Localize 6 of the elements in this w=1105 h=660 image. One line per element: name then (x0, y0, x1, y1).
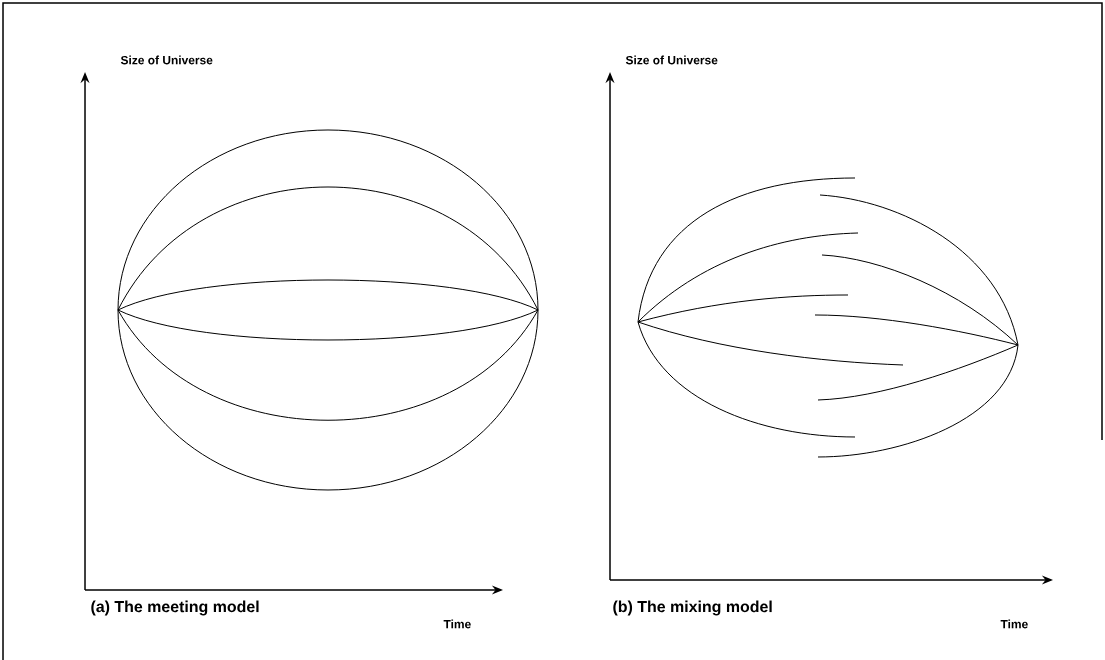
axis-label: Size of Universe (120, 55, 213, 65)
axis-label: Time (1000, 619, 1028, 629)
axis-label: Time (443, 619, 471, 629)
panel-caption: (b) The mixing model (613, 600, 772, 616)
axis-label: Size of Universe (625, 55, 718, 65)
panel-caption: (a) The meeting model (91, 600, 259, 616)
